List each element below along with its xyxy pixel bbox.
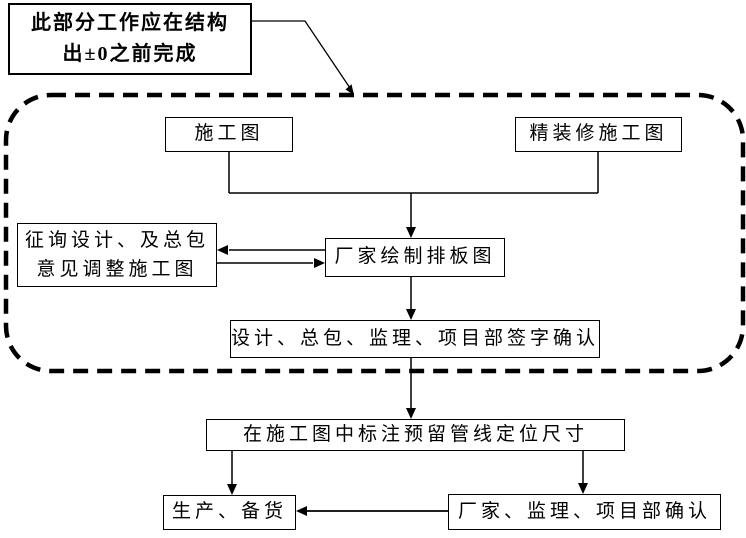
node-final-confirmation: 厂家、监理、项目部确认 [448, 494, 721, 530]
callout-note: 此部分工作应在结构 出±0之前完成 [8, 3, 252, 75]
node-final-confirmation-label: 厂家、监理、项目部确认 [457, 500, 711, 522]
node-construction-drawing-label: 施工图 [194, 123, 264, 145]
node-consult-adjust: 征询设计、及总包 意见调整施工图 [17, 223, 217, 287]
arrow-mark-to-confirm-head [578, 483, 588, 494]
arrow-factory-to-sign-head [406, 309, 416, 320]
dashed-boundary [3, 92, 746, 374]
arrow-merge-to-factory-head [406, 227, 416, 238]
arrow-consult-to-factory-head [314, 258, 325, 268]
callout-leader-line [252, 20, 353, 92]
node-factory-panel-drawing-label: 厂家绘制排板图 [334, 246, 496, 268]
arrow-sign-to-mark-head [406, 408, 416, 419]
callout-line2: 出±0之前完成 [62, 43, 198, 65]
arrow-confirm-to-production-head [296, 506, 307, 516]
node-production-stock-label: 生产、备货 [171, 501, 287, 523]
node-decoration-construction-drawing: 精装修施工图 [515, 117, 682, 152]
node-factory-panel-drawing: 厂家绘制排板图 [325, 238, 505, 277]
node-consult-adjust-line1: 征询设计、及总包 [24, 229, 209, 251]
node-mark-pipeline-dimensions: 在施工图中标注预留管线定位尺寸 [206, 419, 625, 451]
node-construction-drawing: 施工图 [165, 117, 293, 152]
arrow-factory-to-consult-head [217, 245, 228, 255]
callout-line1: 此部分工作应在结构 [31, 12, 229, 34]
node-signature-confirmation-label: 设计、总包、监理、项目部签字确认 [231, 327, 600, 349]
node-mark-pipeline-dimensions-label: 在施工图中标注预留管线定位尺寸 [242, 423, 588, 445]
callout-leader-arrowhead [345, 84, 354, 95]
arrow-merge-to-factory-line [228, 152, 599, 228]
node-consult-adjust-line2: 意见调整施工图 [36, 259, 198, 280]
node-decoration-construction-drawing-label: 精装修施工图 [529, 123, 668, 145]
node-production-stock: 生产、备货 [163, 495, 296, 530]
arrow-mark-to-production-head [227, 484, 237, 495]
node-signature-confirmation: 设计、总包、监理、项目部签字确认 [230, 320, 600, 358]
